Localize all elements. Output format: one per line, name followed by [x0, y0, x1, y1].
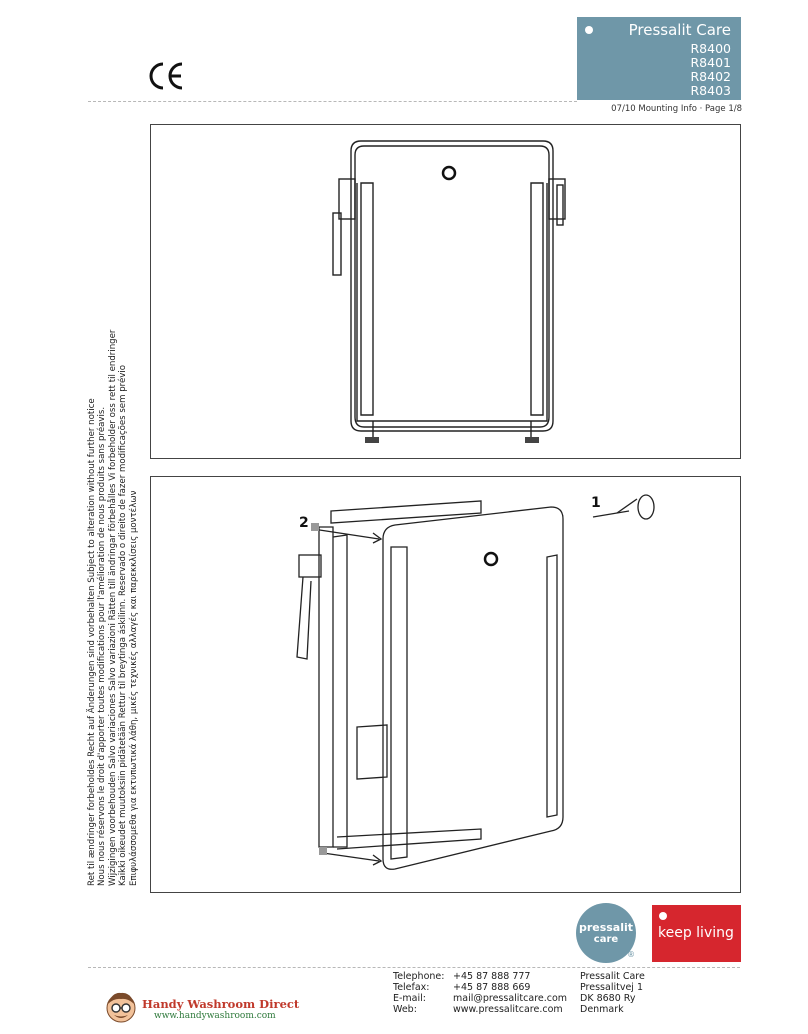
- dealer-name: Handy Washroom Direct: [142, 997, 300, 1011]
- address-line: Pressalitvej 1: [580, 982, 643, 993]
- address-line: DK 8680 Ry: [580, 993, 636, 1004]
- bottom-divider: [88, 967, 740, 968]
- slogan-dot-icon: [659, 912, 667, 920]
- contact-label: Telephone:: [393, 971, 445, 982]
- company-address: Pressalit Care Pressalitvej 1 DK 8680 Ry…: [580, 971, 645, 1015]
- dealer-url[interactable]: www.handywashroom.com: [154, 1011, 276, 1021]
- model-number: R8401: [690, 55, 732, 70]
- step-2-label: 2: [299, 515, 309, 531]
- telephone-value: +45 87 888 777: [453, 971, 531, 982]
- contact-label: Web:: [393, 1004, 417, 1015]
- contact-labels: Telephone: Telefax: E-mail: Web:: [393, 971, 444, 1015]
- contact-label: Telefax:: [393, 982, 430, 993]
- logo-text-pressalit: pressalit: [578, 921, 634, 934]
- mounting-drawing: 1 2: [296, 494, 655, 870]
- contact-values: +45 87 888 777 +45 87 888 669 mail@press…: [453, 971, 567, 1015]
- email-link[interactable]: mail@pressalitcare.com: [453, 993, 568, 1004]
- model-number: R8400: [690, 41, 732, 56]
- slogan-box: keep living: [652, 905, 741, 962]
- disclaimer-line: Ret til ændringer forbeholdes Recht auf …: [87, 398, 97, 886]
- web-link[interactable]: www.pressalitcare.com: [453, 1004, 563, 1015]
- brand-name: Pressalit Care: [628, 21, 731, 39]
- model-list: R8400 R8401 R8402 R8403: [691, 42, 732, 98]
- disclaimer-line: Wijzigingen voorbehouden Salvo variacion…: [107, 329, 118, 886]
- disclaimer-text: Ret til ændringer forbeholdes Recht auf …: [87, 326, 139, 886]
- pressalit-care-logo: pressalit care: [576, 903, 636, 963]
- step-1-label: 1: [591, 495, 601, 511]
- brand-dot-icon: [585, 26, 593, 34]
- telefax-value: +45 87 888 669: [453, 982, 531, 993]
- figure-front-view: [150, 124, 741, 459]
- model-number: R8403: [690, 83, 732, 98]
- page-info: 07/10 Mounting Info · Page 1/8: [611, 104, 742, 114]
- disclaimer-line: Επιφυλάσσομεθα για εκτυπωτικά λάθη, μικέ…: [128, 490, 139, 886]
- slogan-text: keep living: [658, 925, 734, 941]
- model-number: R8402: [690, 69, 732, 84]
- dealer-mascot-icon: [104, 990, 138, 1024]
- logo-text-care: care: [593, 934, 619, 945]
- disclaimer-line: Nous nous réservons le droit d'apporter …: [97, 406, 108, 886]
- disclaimer-line: Kaikki oikeudet muutoksiin pidätetään Re…: [118, 364, 129, 886]
- product-header: Pressalit Care R8400 R8401 R8402 R8403: [577, 17, 741, 100]
- address-line: Denmark: [580, 1004, 624, 1015]
- backrest-front-drawing: [332, 140, 566, 443]
- address-line: Pressalit Care: [580, 971, 645, 982]
- contact-label: E-mail:: [393, 993, 426, 1004]
- ce-mark: CE: [146, 58, 186, 94]
- figure-mounting: 1 2: [150, 476, 741, 893]
- top-divider: [88, 101, 577, 102]
- registered-mark: ®: [627, 950, 635, 959]
